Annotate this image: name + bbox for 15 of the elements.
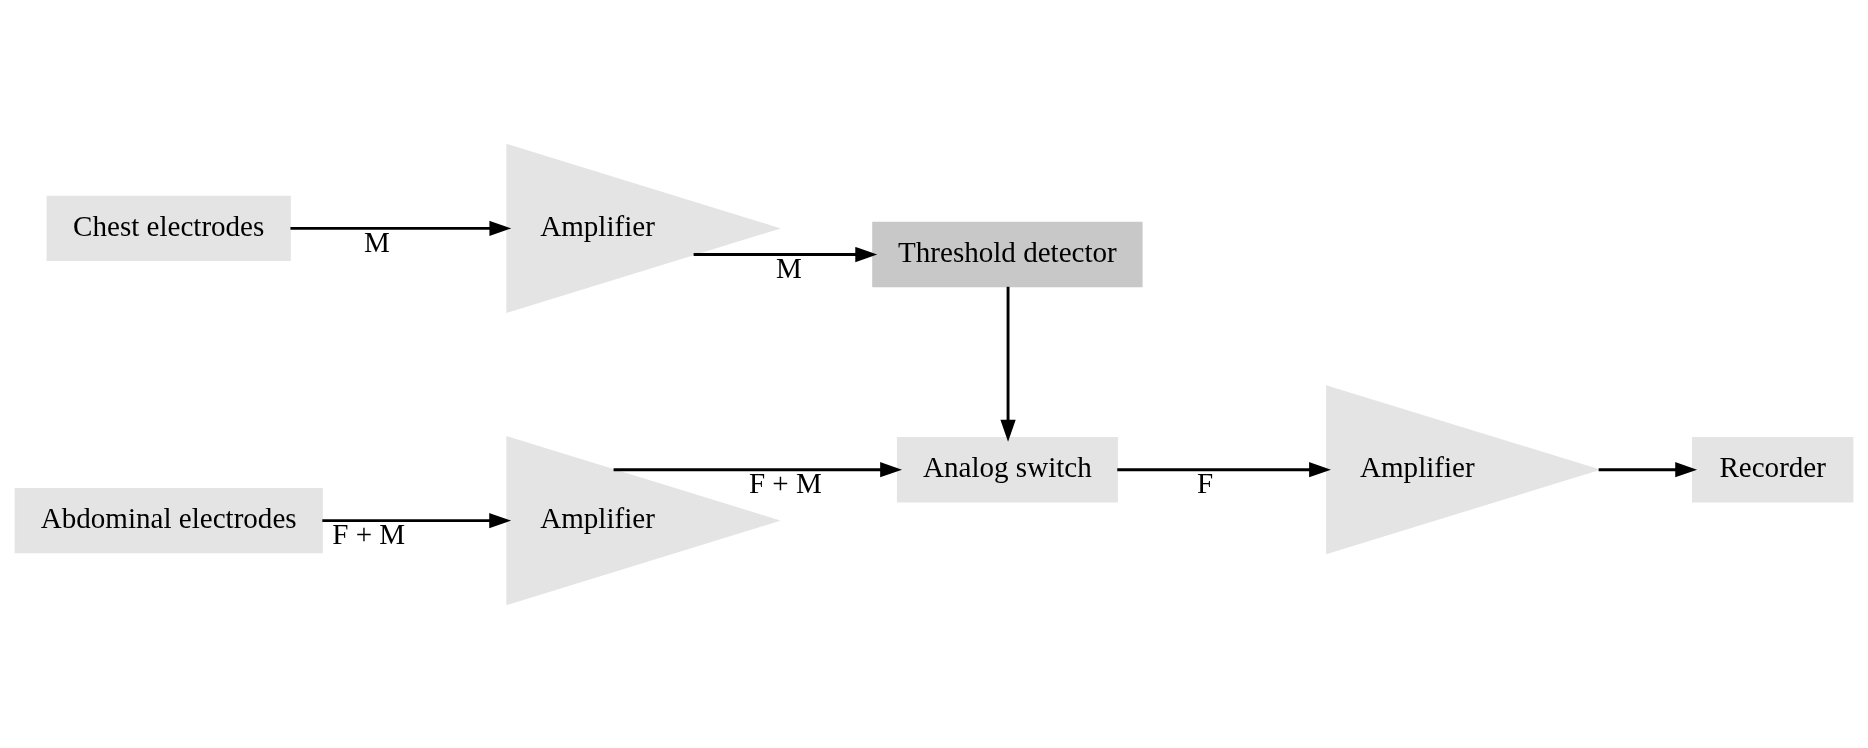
arrow xyxy=(290,220,512,236)
arrow xyxy=(613,461,902,477)
node-box: Abdominal electrodes xyxy=(14,487,323,553)
node-box: Analog switch xyxy=(896,436,1118,502)
edge-label: F xyxy=(1197,466,1214,499)
edge-label: M xyxy=(363,225,390,258)
arrow xyxy=(693,246,878,262)
node-box: Chest electrodes xyxy=(46,195,291,261)
arrow xyxy=(1117,461,1331,477)
edge-label: F + M xyxy=(332,517,406,550)
arrow xyxy=(1000,286,1016,442)
arrow xyxy=(322,512,512,528)
arrow xyxy=(1598,461,1698,477)
node-box: Recorder xyxy=(1692,436,1854,502)
node-box: Threshold detector xyxy=(872,221,1143,287)
